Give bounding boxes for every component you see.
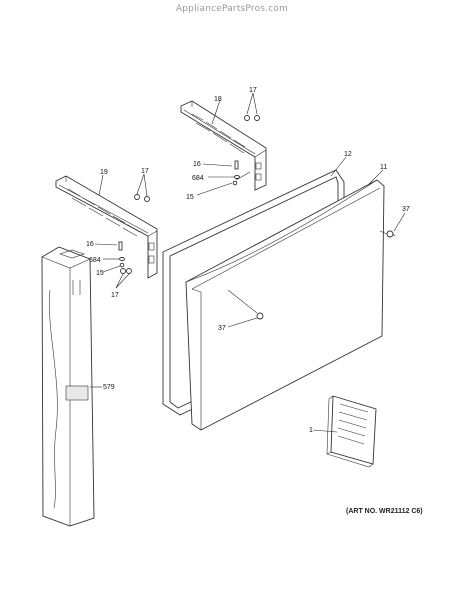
callout-15-lower: 15 <box>96 270 104 277</box>
callout-16-upper: 16 <box>193 161 201 168</box>
watermark: AppliancePartsPros.com <box>175 4 289 14</box>
screw-37-right <box>379 230 396 238</box>
callout-37-front: 37 <box>218 325 226 332</box>
callout-16-lower: 16 <box>86 241 94 248</box>
callout-11: 11 <box>380 164 387 171</box>
hinge-pin-upper <box>232 160 240 186</box>
bolts-17-upper <box>244 115 260 121</box>
bolts-17-middle <box>134 194 150 202</box>
hinge-pin-lower <box>118 241 125 268</box>
door-handle <box>41 246 95 527</box>
bolts-17-lower <box>120 268 132 274</box>
callout-18: 18 <box>214 96 222 103</box>
callout-684-upper: 684 <box>192 175 204 182</box>
callout-579: 579 <box>103 384 115 391</box>
art-number: (ART NO. WR21112 C6) <box>346 508 423 515</box>
upper-hinge-bracket <box>180 100 267 191</box>
leader-lines <box>90 92 406 433</box>
callout-15-upper: 15 <box>186 194 194 201</box>
callout-1: 1 <box>309 427 313 434</box>
callout-17-lower: 17 <box>111 292 119 299</box>
callout-19: 19 <box>100 169 108 176</box>
door-panel <box>185 179 385 431</box>
callout-37-right: 37 <box>402 206 410 213</box>
callout-17-middle: 17 <box>141 168 149 175</box>
callout-684-lower: 684 <box>89 257 101 264</box>
callout-17-upper: 17 <box>249 87 257 94</box>
owners-manual <box>326 395 377 468</box>
callout-12: 12 <box>344 151 352 158</box>
lower-hinge-bracket <box>55 175 158 279</box>
screw-37-front <box>227 289 264 320</box>
